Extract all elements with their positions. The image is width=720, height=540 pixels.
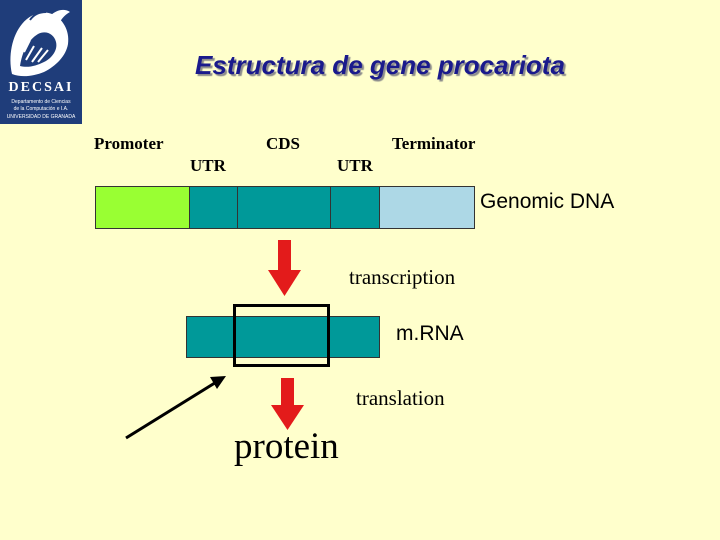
promoter-label: Promoter — [94, 134, 164, 153]
protein-label: protein — [234, 426, 339, 467]
cds-label: CDS — [266, 134, 301, 153]
translation-arrow — [271, 378, 304, 430]
cds-highlight-box — [233, 304, 330, 367]
utr-left-segment — [189, 186, 238, 229]
logo-line-2: de la Computación e I.A. — [13, 106, 69, 112]
decsai-logo: DECSAI Departamento de Ciencias de la Co… — [0, 0, 82, 124]
utr-right-label: UTR — [337, 156, 373, 175]
logo-line-1: Departamento de Ciencias — [11, 99, 71, 105]
genomic-dna-label: Genomic DNA — [480, 190, 615, 213]
mrna-cds-segment — [234, 316, 329, 358]
transcription-label: transcription — [349, 265, 456, 289]
pointer-arrow — [125, 376, 226, 440]
utr-right-segment — [330, 186, 380, 229]
terminator-label: Terminator — [392, 134, 476, 153]
mrna-utr-left-segment — [186, 316, 235, 358]
translation-label: translation — [356, 386, 445, 410]
logo-name: DECSAI — [8, 80, 74, 95]
logo-line-3: UNIVERSIDAD DE GRANADA — [6, 114, 76, 120]
transcription-arrow — [268, 240, 301, 296]
mrna-label: m.RNA — [396, 322, 464, 345]
cds-segment — [237, 186, 331, 229]
slide-title: Estructura de gene procariota — [195, 50, 565, 80]
utr-left-label: UTR — [190, 156, 226, 175]
mrna-utr-right-segment — [328, 316, 380, 358]
logo-emblem-icon — [10, 9, 70, 77]
promoter-segment — [95, 186, 190, 229]
terminator-segment — [379, 186, 475, 229]
